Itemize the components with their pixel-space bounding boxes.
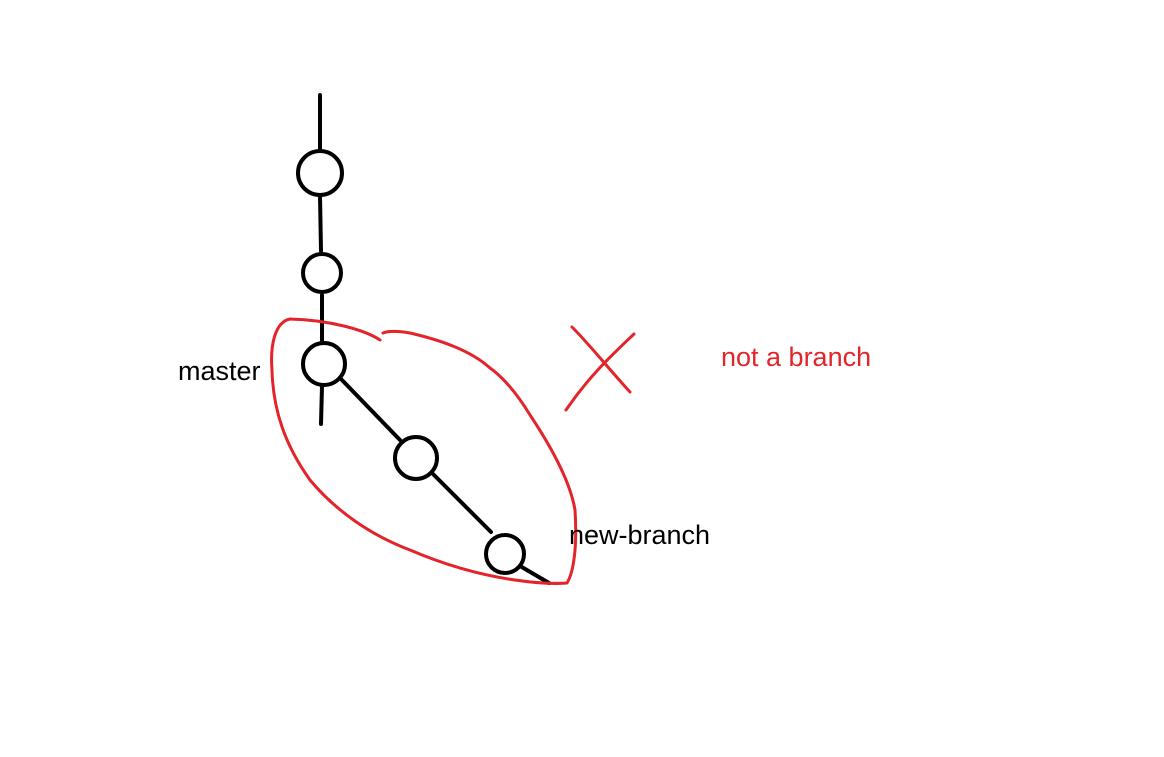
not-a-branch-label: not a branch [721, 342, 872, 372]
commit-node-new-branch-head [484, 533, 526, 575]
commit-node [393, 435, 439, 481]
master-label: master [178, 356, 261, 386]
red-encircling-loop [270, 317, 578, 585]
master-trunk-line [318, 93, 324, 426]
x-mark-icon [564, 325, 636, 412]
commit-node-master-head [301, 341, 347, 387]
branch-line [339, 377, 551, 585]
commit-node [301, 252, 343, 294]
commit-node [296, 149, 344, 197]
new-branch-label: new-branch [569, 520, 711, 550]
